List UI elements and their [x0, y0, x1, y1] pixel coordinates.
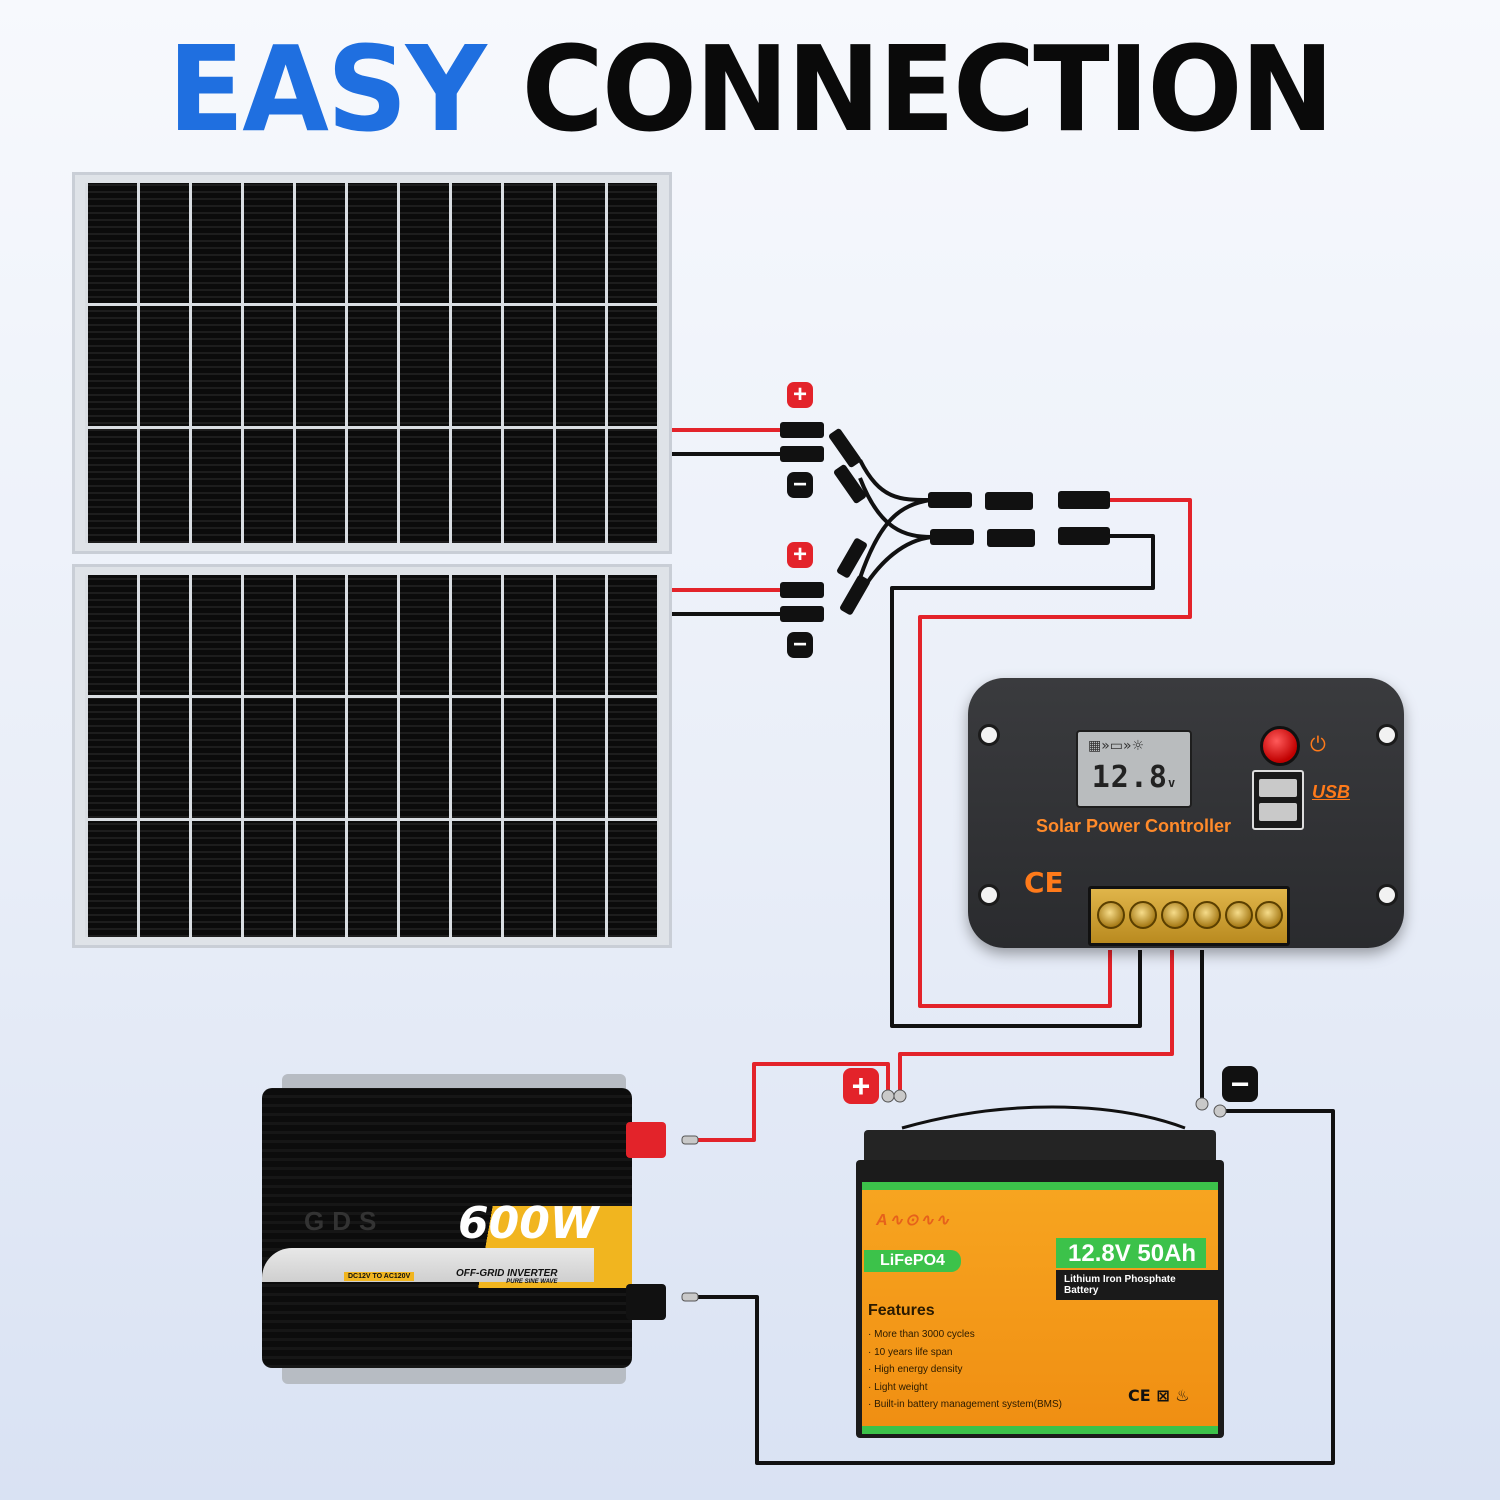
terminal-block [1088, 886, 1290, 946]
ring-terminal [881, 1089, 895, 1103]
lcd-voltage: 12.8 [1091, 760, 1168, 795]
ce-mark-icon: CE [1024, 866, 1064, 899]
terminal-screw [1129, 901, 1157, 929]
battery-positive-sign: + [843, 1068, 879, 1104]
wire-pv-positive [918, 498, 1192, 1008]
mc4-connector [1058, 491, 1110, 509]
terminal-screw [1255, 901, 1283, 929]
controller-label: Solar Power Controller [1036, 816, 1232, 836]
solar-cells [85, 183, 659, 543]
inverter-type: OFF-GRID INVERTER [456, 1268, 558, 1279]
inverter-brand: GDS [304, 1206, 385, 1236]
usb-label: USB [1312, 782, 1351, 802]
inverter-positive-terminal [626, 1122, 666, 1158]
battery-description: Lithium Iron Phosphate Battery [1056, 1270, 1220, 1300]
mc4-connector [780, 606, 824, 622]
inverter-wattage: 600W [458, 1198, 599, 1249]
battery-brand-logo: A∿⊙∿∿ [876, 1212, 952, 1229]
solar-cells [85, 575, 659, 937]
feature-item: · Built-in battery management system(BMS… [868, 1399, 1062, 1410]
ring-terminal [1195, 1097, 1209, 1111]
feature-item: · Light weight [868, 1381, 928, 1393]
solar-panel-bottom [72, 564, 672, 948]
power-button[interactable] [1260, 726, 1300, 766]
wire-branch-positive [858, 459, 931, 579]
mc4-connector [833, 464, 867, 504]
mounting-hole [1376, 884, 1398, 906]
feature-item: · 10 years life span [868, 1346, 953, 1358]
wire-inverter-negative [690, 1109, 1335, 1465]
inverter-conversion: DC12V TO AC120V [344, 1272, 415, 1281]
battery-stripe [862, 1182, 1218, 1190]
ring-terminal [1213, 1104, 1227, 1118]
negative-sign: − [787, 632, 813, 658]
terminal-screw [1193, 901, 1221, 929]
power-icon: ⏻ [1310, 732, 1326, 756]
wire-battery-positive [898, 950, 1174, 1090]
positive-sign: + [787, 382, 813, 408]
wire-pv-negative [890, 534, 1155, 1028]
mc4-connector [780, 422, 824, 438]
mc4-connector [1058, 527, 1110, 545]
mc4-connector [780, 582, 824, 598]
title-connection: CONNECTION [521, 21, 1335, 159]
ring-terminal [893, 1089, 907, 1103]
ring-terminal [681, 1292, 699, 1302]
lcd-display: ▦»▭»☼ 12.8v [1076, 730, 1192, 808]
terminal-screw [1161, 901, 1189, 929]
inverter-negative-terminal [626, 1284, 666, 1320]
lcd-status-icons: ▦»▭»☼ [1088, 738, 1145, 754]
mc4-connector [837, 538, 867, 578]
terminal-screw [1225, 901, 1253, 929]
mounting-hole [1376, 724, 1398, 746]
certification-icons: CE ⊠ ♨ [1128, 1386, 1190, 1405]
battery-features: Features · More than 3000 cycles · 10 ye… [868, 1302, 1062, 1414]
ring-terminal [681, 1135, 699, 1145]
page-title: EASY CONNECTION [0, 31, 1500, 149]
usb-port[interactable] [1252, 770, 1304, 830]
mc4-connector [828, 428, 862, 468]
battery-lid [864, 1130, 1216, 1164]
lcd-unit: v [1168, 776, 1177, 790]
battery-label [862, 1186, 1218, 1432]
wire-battery-link [901, 1105, 1186, 1130]
battery-chemistry: LiFePO4 [864, 1250, 961, 1272]
inverter-white-band [262, 1248, 594, 1282]
mounting-hole [978, 724, 1000, 746]
lifepo4-battery: A∿⊙∿∿ LiFePO4 12.8V 50Ah Lithium Iron Ph… [856, 1130, 1224, 1438]
mc4-connector [930, 529, 974, 545]
mc4-connector [840, 575, 870, 615]
mc4-connector [780, 446, 824, 462]
negative-sign: − [787, 472, 813, 498]
mounting-hole [978, 884, 1000, 906]
battery-rating: 12.8V 50Ah [1056, 1238, 1207, 1268]
feature-item: · High energy density [868, 1364, 963, 1375]
feature-item: · More than 3000 cycles [868, 1329, 975, 1340]
inverter-body: GDS 600W OFF-GRID INVERTER PURE SINE WAV… [262, 1088, 632, 1368]
wire-inverter-positive [690, 1062, 890, 1142]
terminal-screw [1097, 901, 1125, 929]
features-heading: Features [868, 1302, 935, 1319]
mc4-connector [987, 529, 1035, 547]
title-easy: EASY [167, 21, 487, 159]
battery-negative-sign: − [1222, 1066, 1258, 1102]
solar-charge-controller: ▦»▭»☼ 12.8v ⏻ USB Solar Power Controller… [968, 678, 1404, 948]
mc4-connector [985, 492, 1033, 510]
mc4-connector [928, 492, 972, 508]
solar-panel-top [72, 172, 672, 554]
power-inverter: GDS 600W OFF-GRID INVERTER PURE SINE WAV… [262, 1074, 666, 1384]
inverter-subtype: PURE SINE WAVE [506, 1279, 558, 1285]
battery-stripe [862, 1426, 1218, 1434]
positive-sign: + [787, 542, 813, 568]
